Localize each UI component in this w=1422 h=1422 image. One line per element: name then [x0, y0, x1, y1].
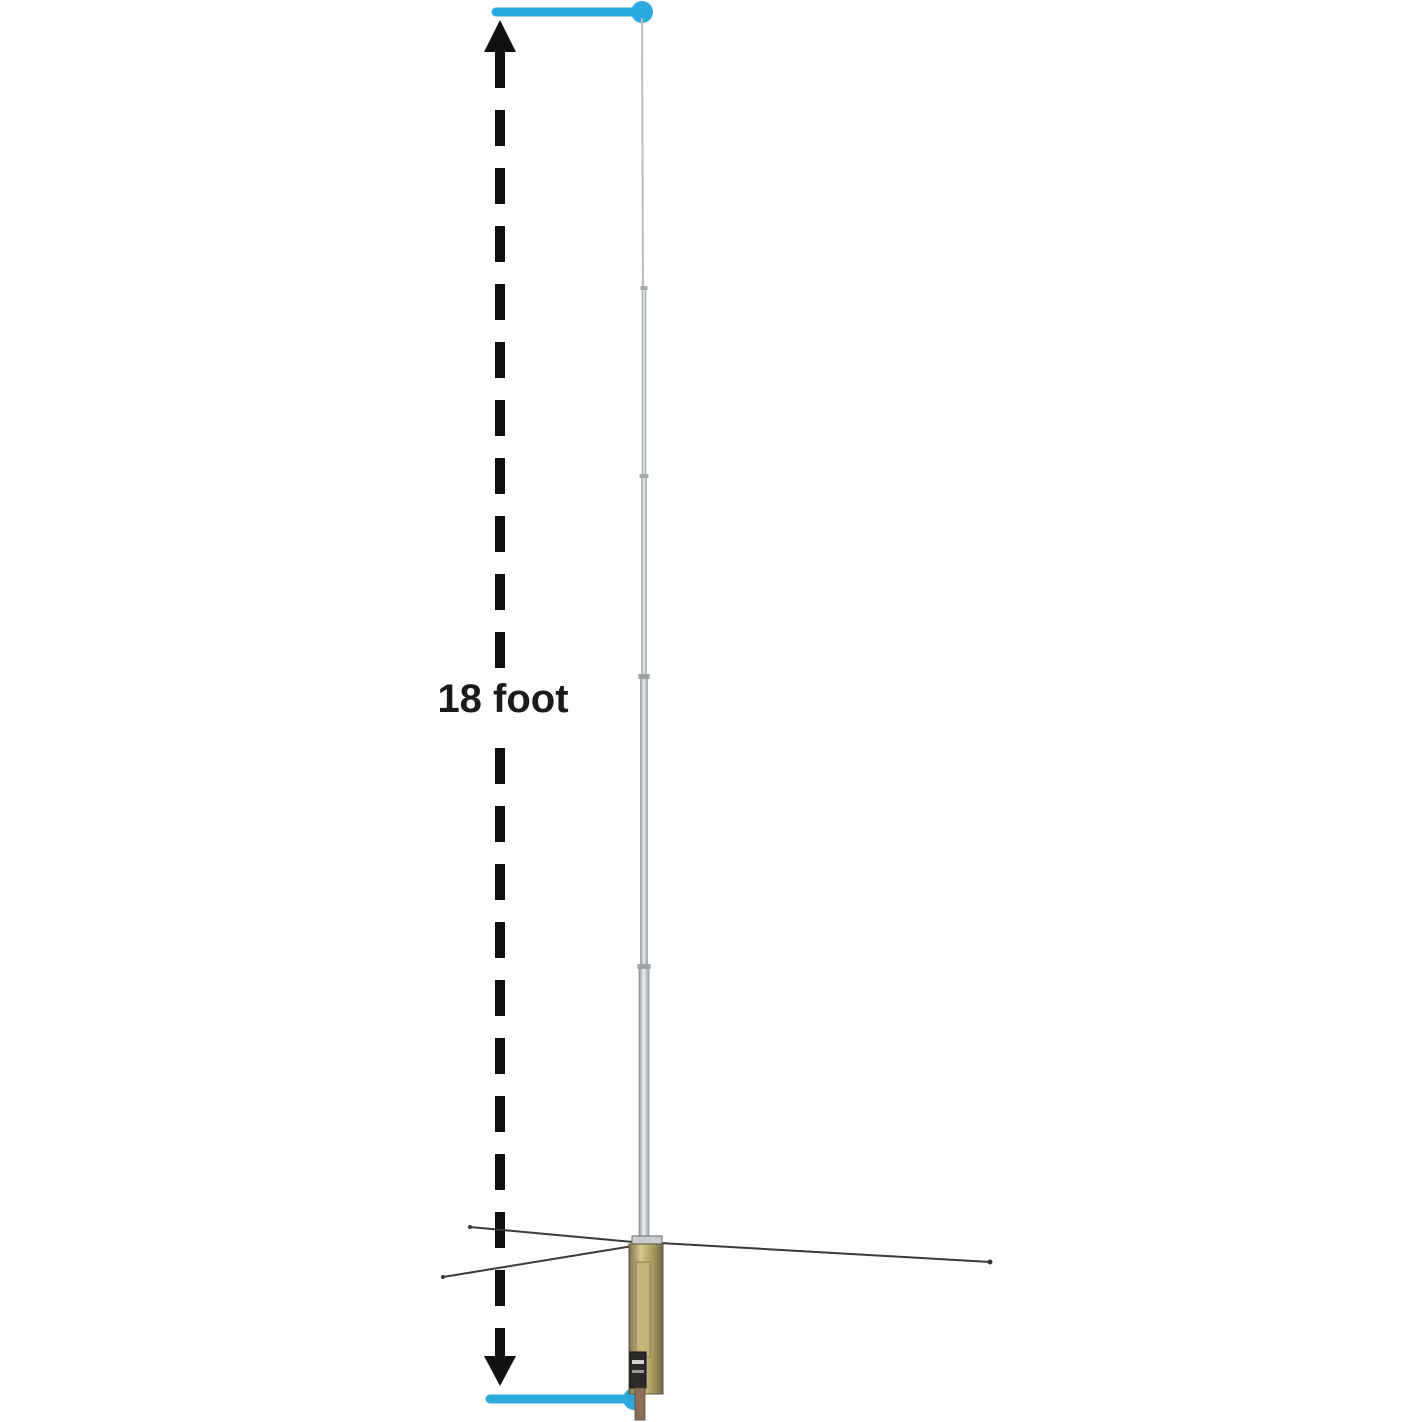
bottom-marker [485, 1388, 645, 1410]
top-marker [491, 1, 653, 23]
antenna-mast [637, 17, 651, 1239]
mounting-bracket [628, 1235, 664, 1421]
radial-left-upper [469, 1226, 634, 1243]
radial-right [659, 1242, 991, 1263]
ground-radials [441, 1225, 993, 1279]
arrow-up-icon [484, 20, 516, 52]
measurement-label: 18 foot [418, 672, 588, 726]
radial-left-lower [442, 1245, 634, 1278]
arrow-down-icon [484, 1356, 516, 1386]
